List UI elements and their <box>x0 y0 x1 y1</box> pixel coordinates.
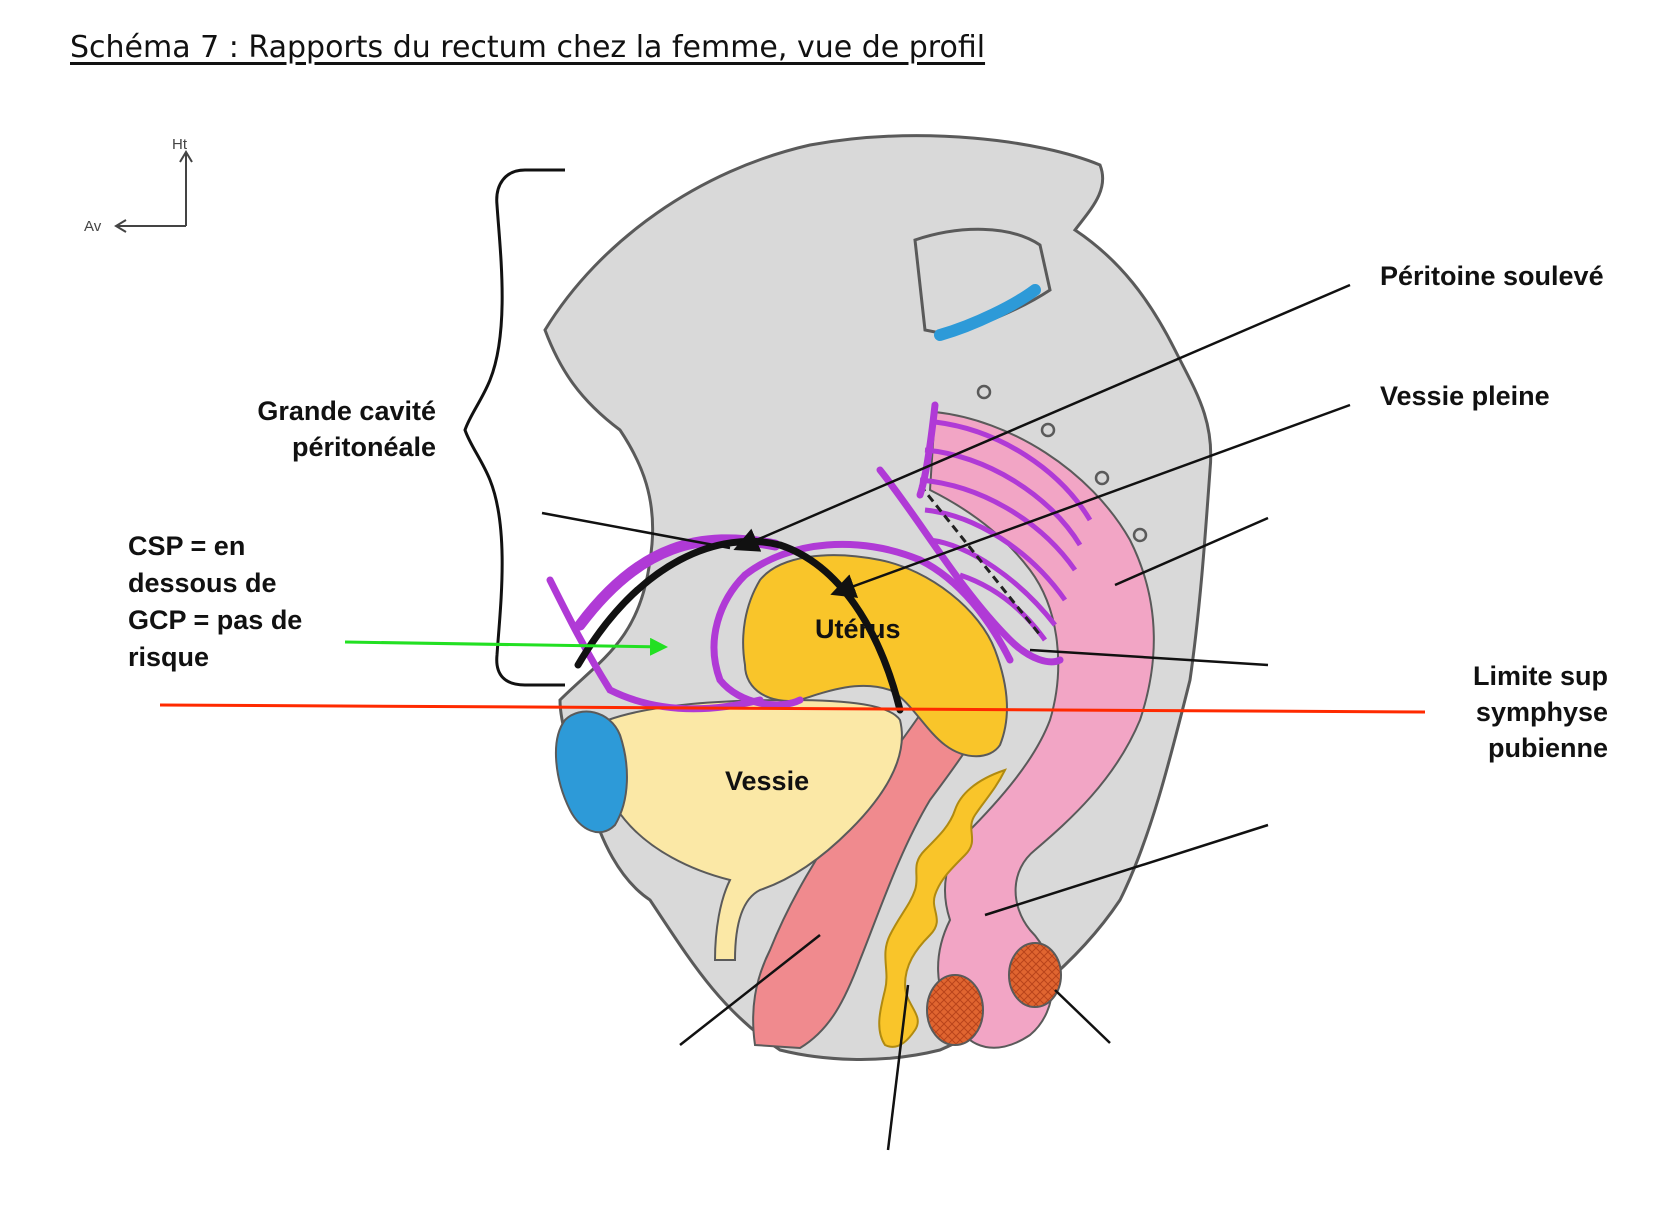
rectal-fold <box>929 537 1057 627</box>
peritoneum-lines <box>546 401 1064 713</box>
front-arrowhead <box>114 219 127 233</box>
rectum-shape <box>928 410 1155 1049</box>
diagram-labels: Grande cavité péritonéale CSP = en desso… <box>128 261 1608 796</box>
grande-cavite-label-2: péritonéale <box>292 432 436 462</box>
full-bladder-dome-arc <box>574 537 904 714</box>
cul-de-sac-pointer-line <box>1029 648 1269 667</box>
vessie-pleine-label: Vessie pleine <box>1380 381 1550 411</box>
rectum-dashed-boundary <box>918 484 1042 636</box>
limite-label-1: Limite sup <box>1473 661 1608 691</box>
rectal-fold <box>919 477 1078 572</box>
csp-label-1: CSP = en <box>128 531 245 561</box>
peritoneum-uterine-line <box>741 540 1014 664</box>
orientation-axes: Ht Av <box>84 136 193 235</box>
bladder-shape <box>600 698 903 961</box>
rectum-pointer-line <box>1114 516 1269 587</box>
perineal-body-shape <box>878 768 1007 1048</box>
foramen-mark <box>1094 470 1110 486</box>
anal-sphincter-shape <box>926 974 984 1046</box>
sphincter-pointer-line <box>984 823 1269 917</box>
pubic-bone-shape <box>554 710 628 834</box>
anus-pointer-line <box>1054 989 1111 1044</box>
vessie-pleine-pointer <box>830 403 1351 598</box>
foramen-mark <box>1040 422 1056 438</box>
uterus-shape <box>742 554 1008 758</box>
peritoneum-pointer-line <box>541 511 731 550</box>
up-axis-label: Ht <box>172 136 188 153</box>
peritoneal-cavity-brace <box>463 168 565 687</box>
uterus-label: Utérus <box>815 614 901 644</box>
rectal-fold <box>934 419 1093 522</box>
anal-sphincter-shape <box>1008 942 1062 1008</box>
page-title: Schéma 7 : Rapports du rectum chez la fe… <box>70 30 986 65</box>
csp-label-3: GCP = pas de <box>128 605 302 635</box>
green-arrow <box>344 637 668 656</box>
limite-label-3: pubienne <box>1488 733 1608 763</box>
peritoneum-vesico-uterine-line <box>710 571 804 709</box>
perineal-pointer-line <box>886 984 910 1151</box>
csp-label-2: dessous de <box>128 568 277 598</box>
pointer-lines <box>541 283 1351 1151</box>
sacral-foramina <box>976 384 1148 543</box>
peritoine-pointer <box>733 283 1351 552</box>
vessie-label: Vessie <box>725 766 809 796</box>
rectal-fold <box>924 447 1083 547</box>
rectal-fold <box>924 507 1068 602</box>
front-axis-label: Av <box>84 218 102 235</box>
foramen-mark <box>976 384 992 400</box>
foramen-mark <box>1132 527 1148 543</box>
intervertebral-disc-shape <box>934 284 1041 341</box>
vessel-pointer-line <box>679 934 821 1046</box>
csp-label-4: risque <box>128 642 209 672</box>
peritoneum-posterior-line <box>876 466 1064 666</box>
peritoneum-rectal-line <box>916 401 939 499</box>
up-arrowhead <box>179 150 193 163</box>
limite-label-2: symphyse <box>1476 697 1608 727</box>
peritoine-label: Péritoine soulevé <box>1380 261 1604 291</box>
symphysis-limit-line <box>159 703 1426 714</box>
grande-cavite-label-1: Grande cavité <box>257 396 436 426</box>
